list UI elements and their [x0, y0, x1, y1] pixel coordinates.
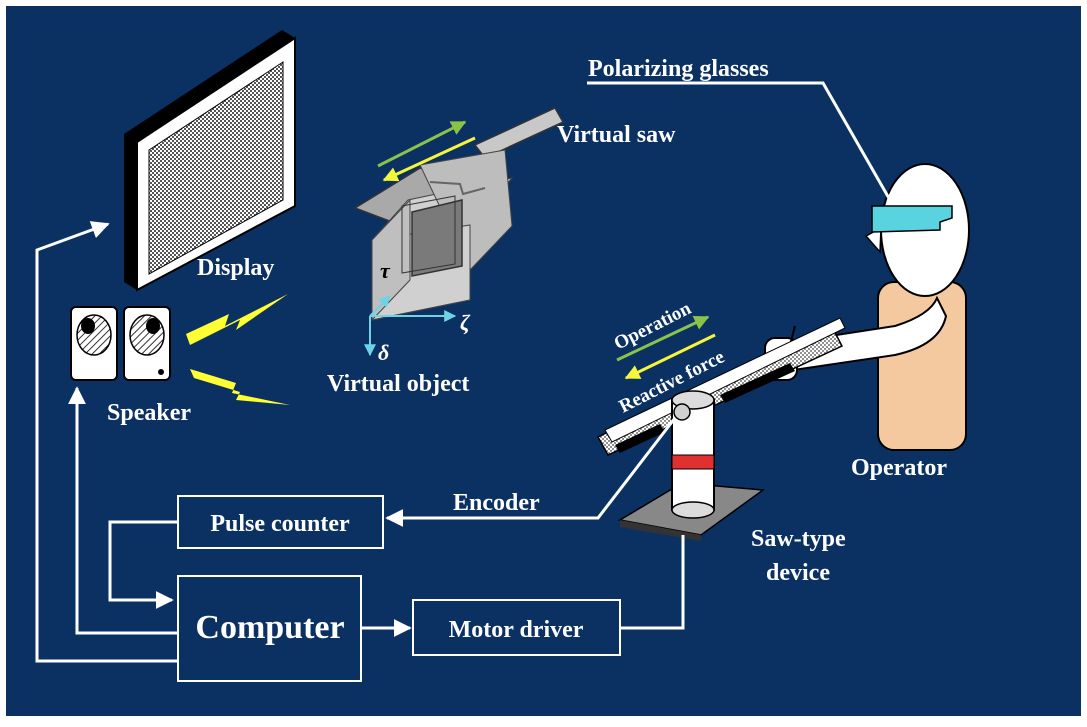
saw-type-device — [596, 317, 846, 541]
display-monitor — [124, 30, 296, 292]
axis-delta-label: δ — [378, 340, 389, 365]
motor-to-device-line — [620, 535, 685, 630]
encoder-line — [385, 417, 677, 527]
computer-to-display-line — [35, 221, 178, 663]
pulse-to-computer-line — [108, 520, 178, 609]
computer-to-speaker-line — [68, 386, 178, 635]
saw-pull-arrow — [382, 136, 476, 182]
motor-driver-label: Motor driver — [449, 617, 584, 643]
speaker-left — [70, 306, 118, 381]
virtual-object — [353, 107, 565, 322]
virtual-object-label: Virtual object — [327, 371, 469, 397]
polarizing-glasses-label: Polarizing glasses — [588, 56, 769, 82]
glasses-leader-line — [587, 81, 892, 201]
computer-box — [177, 575, 362, 682]
pulse-counter-label: Pulse counter — [210, 511, 350, 537]
axis-lines — [364, 295, 457, 357]
saw-type-label-line2: device — [766, 560, 830, 586]
display-label: Display — [197, 255, 274, 281]
pulse-counter-box — [177, 495, 384, 549]
operator-figure — [764, 163, 970, 451]
computer-label: Computer — [195, 609, 344, 646]
speaker-right — [123, 306, 171, 381]
encoder-label: Encoder — [453, 490, 540, 516]
saw-push-arrow — [377, 120, 467, 168]
sound-lightning-icon — [190, 369, 290, 405]
sound-lightning-icon — [186, 294, 288, 345]
saw-type-label-line1: Saw-type — [751, 526, 846, 552]
speaker-label: Speaker — [107, 400, 191, 426]
axis-zeta-label: ζ — [460, 310, 471, 335]
motor-driver-box — [412, 599, 621, 656]
operator-label: Operator — [851, 455, 947, 481]
reactive-force-arrow — [624, 333, 716, 380]
virtual-saw-label: Virtual saw — [557, 122, 676, 148]
axis-tau-label: τ — [380, 258, 391, 283]
operation-arrow — [616, 315, 710, 362]
